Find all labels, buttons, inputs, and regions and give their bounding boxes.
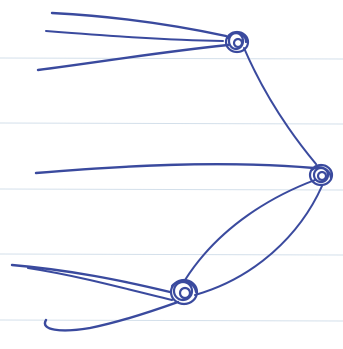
sketch-canvas [0, 0, 343, 349]
